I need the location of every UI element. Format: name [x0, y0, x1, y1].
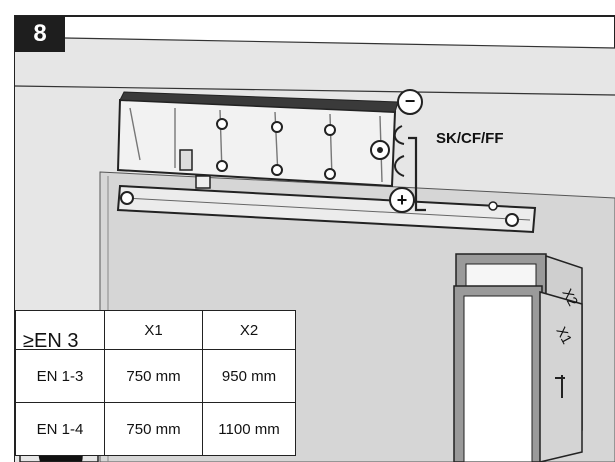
step-number-badge: 8 — [15, 16, 65, 52]
plus-adjust-circle — [389, 187, 415, 213]
plus-sign: + — [397, 190, 408, 210]
header-x2: X2 — [202, 310, 296, 350]
double-door-inset — [453, 253, 583, 462]
closer-model-label: SK/CF/FF — [436, 130, 504, 147]
minus-sign: − — [405, 91, 416, 111]
cell-x2: 1100 mm — [202, 402, 296, 456]
table-row: EN 1-4 750 mm 1100 mm — [15, 402, 296, 456]
cell-x2: 950 mm — [202, 349, 296, 403]
cell-x1: 750 mm — [104, 349, 203, 403]
door-closer-body — [116, 91, 399, 189]
leaf-label-x1: X1 — [553, 324, 575, 347]
header-x1: X1 — [104, 310, 203, 350]
table-row: EN 1-3 750 mm 950 mm — [15, 349, 296, 403]
row-label: EN 1-3 — [15, 349, 105, 403]
row-label: EN 1-4 — [15, 402, 105, 456]
minus-adjust-circle — [397, 89, 423, 115]
ceiling-line — [14, 85, 615, 96]
fire-rating-tag: ≥EN 3 — [23, 330, 79, 352]
en-class-table: X1 X2 EN 1-3 750 mm 950 mm EN 1-4 750 mm… — [15, 310, 296, 456]
leaf-label-x2: X2 — [559, 286, 581, 309]
adjust-arrows — [393, 125, 426, 212]
cell-x1: 750 mm — [104, 402, 203, 456]
